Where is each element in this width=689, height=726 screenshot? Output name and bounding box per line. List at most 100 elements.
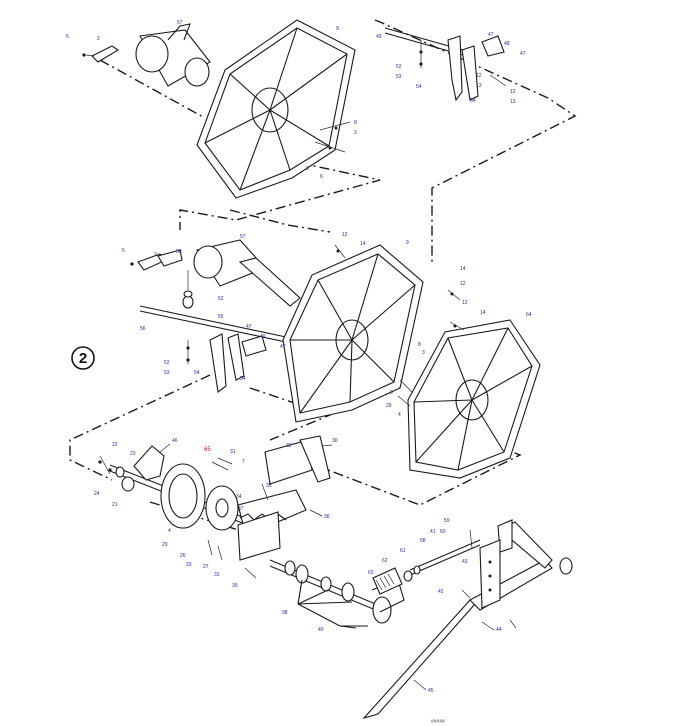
- part-label: 37: [238, 506, 244, 512]
- part-label: 45: [428, 688, 434, 694]
- part-label: 47: [280, 344, 286, 350]
- part-label: 5: [66, 34, 69, 40]
- part-label: 47: [488, 32, 494, 38]
- part-label: 59: [444, 518, 450, 524]
- group-number-text: 2: [79, 350, 87, 367]
- part-label: 2: [97, 36, 100, 42]
- part-label: 3: [422, 350, 425, 356]
- lower-top-frame: [264, 439, 313, 485]
- part-label: 48: [504, 41, 510, 47]
- middle-wheel-rear: [397, 289, 541, 479]
- lower-bracket-box: [237, 511, 281, 561]
- part-label: 46: [172, 438, 178, 444]
- part-label: 32: [286, 443, 292, 449]
- part-label: 54: [240, 376, 246, 382]
- part-label: 14: [360, 241, 366, 247]
- lower-arm-bracket: [299, 435, 331, 483]
- part-label: 63: [368, 570, 374, 576]
- bottom-bearing-b: [341, 582, 355, 602]
- part-label: 20: [162, 542, 168, 548]
- lower-collar: [121, 476, 135, 492]
- part-label: 42: [438, 589, 444, 595]
- part-label: 57: [240, 234, 246, 240]
- part-label: 13: [510, 99, 516, 105]
- top-right-axle-assembly: [384, 27, 507, 102]
- top-hub-flange: [167, 23, 191, 41]
- tow-frame-end-cap: [559, 557, 573, 575]
- part-label: 14: [460, 266, 466, 272]
- part-label: 49: [260, 334, 266, 340]
- part-label: 21: [112, 502, 118, 508]
- part-label: 50: [176, 249, 182, 255]
- lower-lever-plate: [133, 445, 165, 481]
- part-label: 54: [470, 98, 476, 104]
- part-label: 54: [416, 84, 422, 90]
- footer-code: #####: [431, 719, 445, 725]
- part-label: 9: [336, 26, 339, 32]
- part-label: 8: [418, 342, 421, 348]
- middle-hub-assembly: [130, 239, 301, 393]
- part-label: 33: [186, 562, 192, 568]
- part-label: 27: [203, 564, 209, 570]
- part-label: 31: [230, 449, 236, 455]
- lower-drive-assembly: [98, 435, 331, 579]
- part-label: 49: [376, 34, 382, 40]
- part-label: 24: [94, 491, 100, 497]
- part-label: 55: [218, 314, 224, 320]
- middle-lever-a: [209, 333, 227, 393]
- part-label: 12: [342, 232, 348, 238]
- part-label: 6: [320, 174, 323, 180]
- lower-cam-plate: [205, 485, 239, 531]
- part-label: 52: [218, 296, 224, 302]
- part-label: 53: [396, 74, 402, 80]
- part-label: 47: [520, 51, 526, 57]
- part-label-highlighted: 65: [204, 447, 211, 453]
- middle-lever-b: [227, 333, 245, 381]
- top-right-clamp: [481, 35, 505, 57]
- part-label: 12: [510, 89, 516, 95]
- top-wheel: [196, 19, 356, 199]
- part-label: 4: [398, 412, 401, 418]
- part-label: 29: [386, 403, 392, 409]
- part-label: 33: [214, 572, 220, 578]
- part-label: 4: [168, 528, 171, 534]
- part-label: 56: [140, 326, 146, 332]
- part-label: 58: [420, 538, 426, 544]
- part-label: 52: [396, 64, 402, 70]
- part-label: 14: [480, 310, 486, 316]
- bottom-sprocket: [372, 596, 392, 624]
- top-bracket: [91, 45, 120, 63]
- bottom-spring-coil: [372, 567, 403, 595]
- part-label: 2: [154, 252, 157, 258]
- top-right-lever-b: [461, 45, 479, 101]
- tow-frame: [362, 519, 573, 720]
- middle-wheel-front: [282, 244, 424, 423]
- middle-clamp: [241, 335, 267, 357]
- part-callouts: 5 2 57 9 49 47 48 47 52 53 12 13 12 13 5…: [66, 20, 532, 694]
- part-label: 60: [440, 529, 446, 535]
- part-label: 47: [246, 324, 252, 330]
- part-label: 8: [354, 120, 357, 126]
- part-label: 54: [194, 370, 200, 376]
- dash-line-lower-left: [69, 374, 211, 481]
- part-label: 7: [242, 459, 245, 465]
- middle-long-shaft: [139, 305, 301, 341]
- callout-leaders: [159, 443, 495, 691]
- part-label: 8: [306, 166, 309, 172]
- group-number-badge: 2: [71, 346, 95, 370]
- dash-line-mid-connector: [229, 209, 331, 233]
- part-label: 30: [332, 438, 338, 444]
- part-label: 5: [122, 248, 125, 254]
- part-label: 41: [430, 529, 436, 535]
- part-label: 12: [460, 281, 466, 287]
- part-label: 12: [476, 73, 482, 79]
- part-label: 38: [282, 610, 288, 616]
- middle-axle-tube: [238, 257, 301, 307]
- dash-line-top-right: [374, 19, 577, 265]
- part-label: 3: [354, 130, 357, 136]
- dash-line-top-middle: [179, 162, 381, 230]
- part-label: 34: [236, 494, 242, 500]
- top-bolt: [82, 53, 86, 57]
